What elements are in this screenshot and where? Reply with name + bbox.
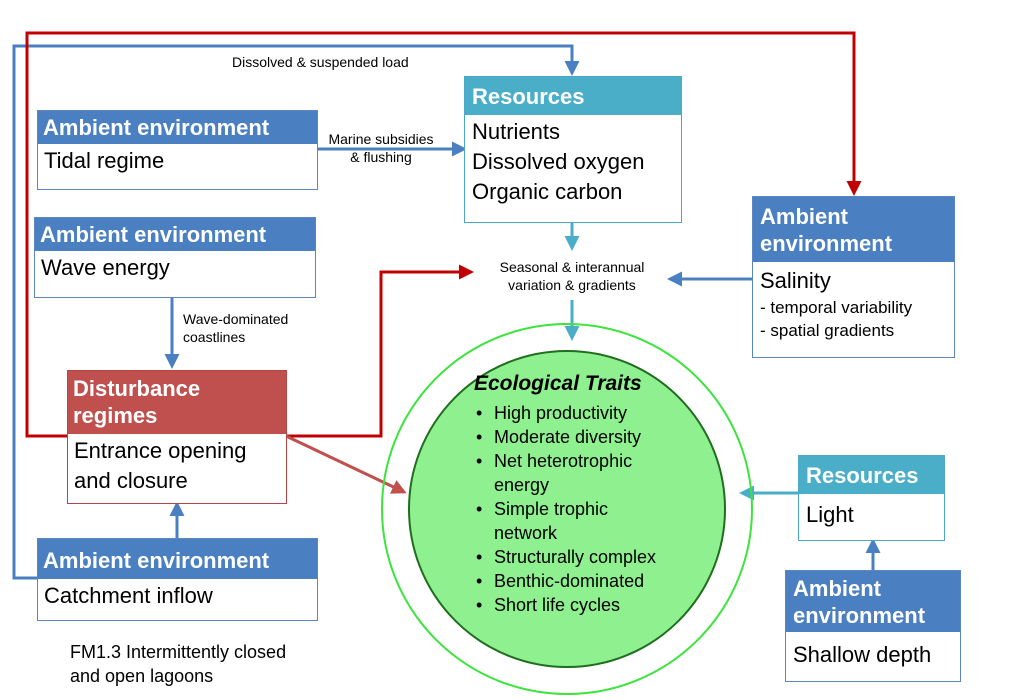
catchment-inflow-header: Ambient environment: [38, 539, 317, 579]
trait-text: Structurally complex: [494, 547, 657, 567]
wave-energy-body: Wave energy: [41, 255, 170, 280]
trait-structurally-complex: Structurally complex: [474, 545, 704, 569]
disturbance-header-line2: regimes: [73, 403, 158, 428]
salinity-body: Salinity - temporal variability - spatia…: [753, 262, 954, 346]
resources-top-box: Resources Nutrients Dissolved oxygen Org…: [464, 76, 682, 223]
catchment-to-resources-connector: [12, 44, 580, 580]
trait-benthic-dominated: Benthic-dominated: [474, 569, 704, 593]
trait-text: Simple trophic: [494, 499, 609, 519]
disturbance-to-seasonal-connector: [286, 264, 474, 438]
caption-line2: and open lagoons: [70, 666, 214, 686]
caption-line1: FM1.3 Intermittently closed: [70, 642, 287, 662]
trait-net-heterotrophic: Net heterotrophic energy: [474, 449, 704, 497]
disturbance-body-line2: and closure: [74, 468, 188, 493]
trait-text: Benthic-dominated: [494, 571, 645, 591]
salinity-header-line2: environment: [760, 231, 893, 256]
figure-caption: FM1.3 Intermittently closed and open lag…: [70, 640, 370, 688]
marine-subsidies-label: Marine subsidies & flushing: [320, 130, 442, 166]
trait-simple-trophic: Simple trophic network: [474, 497, 704, 545]
disturbance-to-salinity-connector: [25, 31, 862, 438]
salinity-title: Salinity: [760, 268, 831, 293]
resources-light-header: Resources: [799, 456, 944, 494]
seasonal-variation-line1: Seasonal & interannual: [499, 259, 645, 275]
ecological-traits-outer-ring: [381, 323, 753, 695]
shallow-depth-header: Ambient environment: [786, 571, 960, 632]
seasonal-variation-label: Seasonal & interannual variation & gradi…: [478, 258, 666, 294]
resources-top-body: Nutrients Dissolved oxygen Organic carbo…: [465, 115, 681, 209]
resources-light-box: Resources Light: [798, 455, 945, 541]
resources-top-header: Resources: [465, 77, 681, 115]
catchment-inflow-box: Ambient environment Catchment inflow: [37, 538, 318, 621]
disturbance-body-line1: Entrance opening: [74, 438, 247, 463]
trait-short-life-cycles: Short life cycles: [474, 593, 704, 617]
resource-dissolved-oxygen: Dissolved oxygen: [472, 149, 645, 174]
trait-text: High productivity: [494, 403, 628, 423]
salinity-temporal: - temporal variability: [760, 298, 913, 317]
resources-light-body: Light: [806, 502, 854, 527]
wave-energy-header: Ambient environment: [35, 218, 315, 251]
trait-text: Moderate diversity: [494, 427, 642, 447]
tidal-regime-box: Ambient environment Tidal regime: [37, 110, 318, 190]
marine-subsidies-line2: & flushing: [350, 149, 412, 165]
seasonal-variation-line2: variation & gradients: [508, 277, 636, 293]
shallow-depth-body: Shallow depth: [793, 642, 932, 667]
wave-energy-box: Ambient environment Wave energy: [34, 217, 316, 298]
wave-dominated-line2: coastlines: [183, 329, 246, 345]
catchment-inflow-body: Catchment inflow: [44, 583, 213, 608]
wave-dominated-line1: Wave-dominated: [183, 311, 289, 327]
disturbance-regimes-body: Entrance opening and closure: [68, 434, 286, 498]
trait-text: Short life cycles: [494, 595, 621, 615]
salinity-header-line1: Ambient: [760, 204, 848, 229]
shallow-header-line2: environment: [793, 603, 926, 628]
shallow-header-line1: Ambient: [793, 576, 881, 601]
salinity-header: Ambient environment: [753, 197, 954, 262]
resource-nutrients: Nutrients: [472, 119, 561, 144]
wave-dominated-label: Wave-dominated coastlines: [183, 310, 288, 346]
trait-high-productivity: High productivity: [474, 401, 704, 425]
disturbance-regimes-header: Disturbance regimes: [68, 371, 286, 434]
trait-text-cont: energy: [494, 475, 550, 495]
resource-organic-carbon: Organic carbon: [472, 179, 623, 204]
ecological-traits-list: High productivity Moderate diversity Net…: [474, 401, 704, 617]
disturbance-header-line1: Disturbance: [73, 376, 201, 401]
trait-moderate-diversity: Moderate diversity: [474, 425, 704, 449]
tidal-regime-header: Ambient environment: [38, 111, 317, 144]
disturbance-regimes-box: Disturbance regimes Entrance opening and…: [67, 370, 287, 504]
dissolved-load-label: Dissolved & suspended load: [232, 54, 409, 70]
salinity-spatial: - spatial gradients: [760, 321, 895, 340]
ecological-traits-title: Ecological Traits: [474, 372, 642, 395]
salinity-box: Ambient environment Salinity - temporal …: [752, 196, 955, 358]
shallow-depth-box: Ambient environment Shallow depth: [785, 570, 961, 682]
marine-subsidies-line1: Marine subsidies: [328, 131, 434, 147]
trait-text-cont: network: [494, 523, 558, 543]
trait-text: Net heterotrophic: [494, 451, 633, 471]
tidal-regime-body: Tidal regime: [44, 148, 165, 173]
